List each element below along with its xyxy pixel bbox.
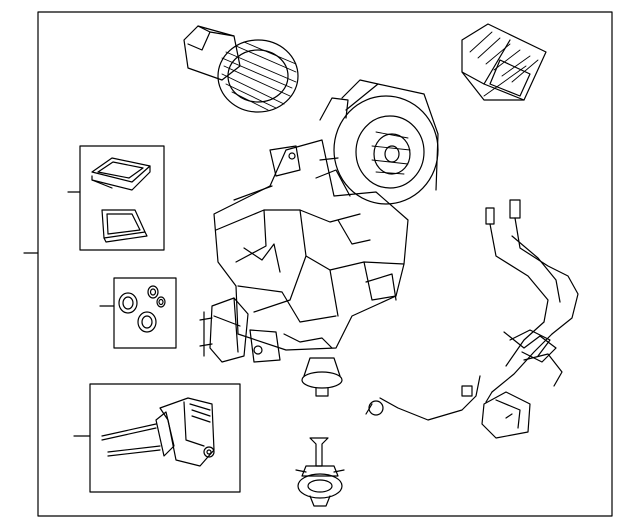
o-ring-medium — [138, 312, 156, 332]
o-ring-large — [119, 293, 137, 313]
expansion-valve — [102, 398, 214, 466]
o-ring-small — [148, 286, 158, 298]
drain-outlet — [302, 372, 342, 388]
callout-box — [114, 278, 176, 348]
seal-gasket-upper — [92, 158, 150, 190]
wiring-harness[interactable] — [366, 200, 578, 438]
callout-box — [90, 384, 240, 492]
seal-gasket-lower — [102, 210, 147, 242]
heater-and-evaporator-housing[interactable] — [200, 80, 438, 396]
o-ring-kit-callout[interactable] — [100, 278, 176, 348]
o-ring-tiny — [157, 297, 165, 307]
seal-kit-callout[interactable] — [68, 146, 164, 250]
harness-sensor — [369, 401, 383, 415]
blower-motor-body — [184, 26, 240, 80]
callout-box — [80, 146, 164, 250]
drain-tube[interactable] — [296, 438, 344, 506]
harness-connector-top — [510, 200, 520, 218]
blower-motor-assembly[interactable] — [184, 26, 298, 112]
evaporator-core[interactable] — [462, 24, 546, 100]
blower-wheel — [218, 40, 298, 112]
expansion-valve-callout[interactable] — [74, 384, 240, 492]
diagram-frame — [38, 12, 612, 516]
harness-connector-bottom — [482, 392, 530, 438]
